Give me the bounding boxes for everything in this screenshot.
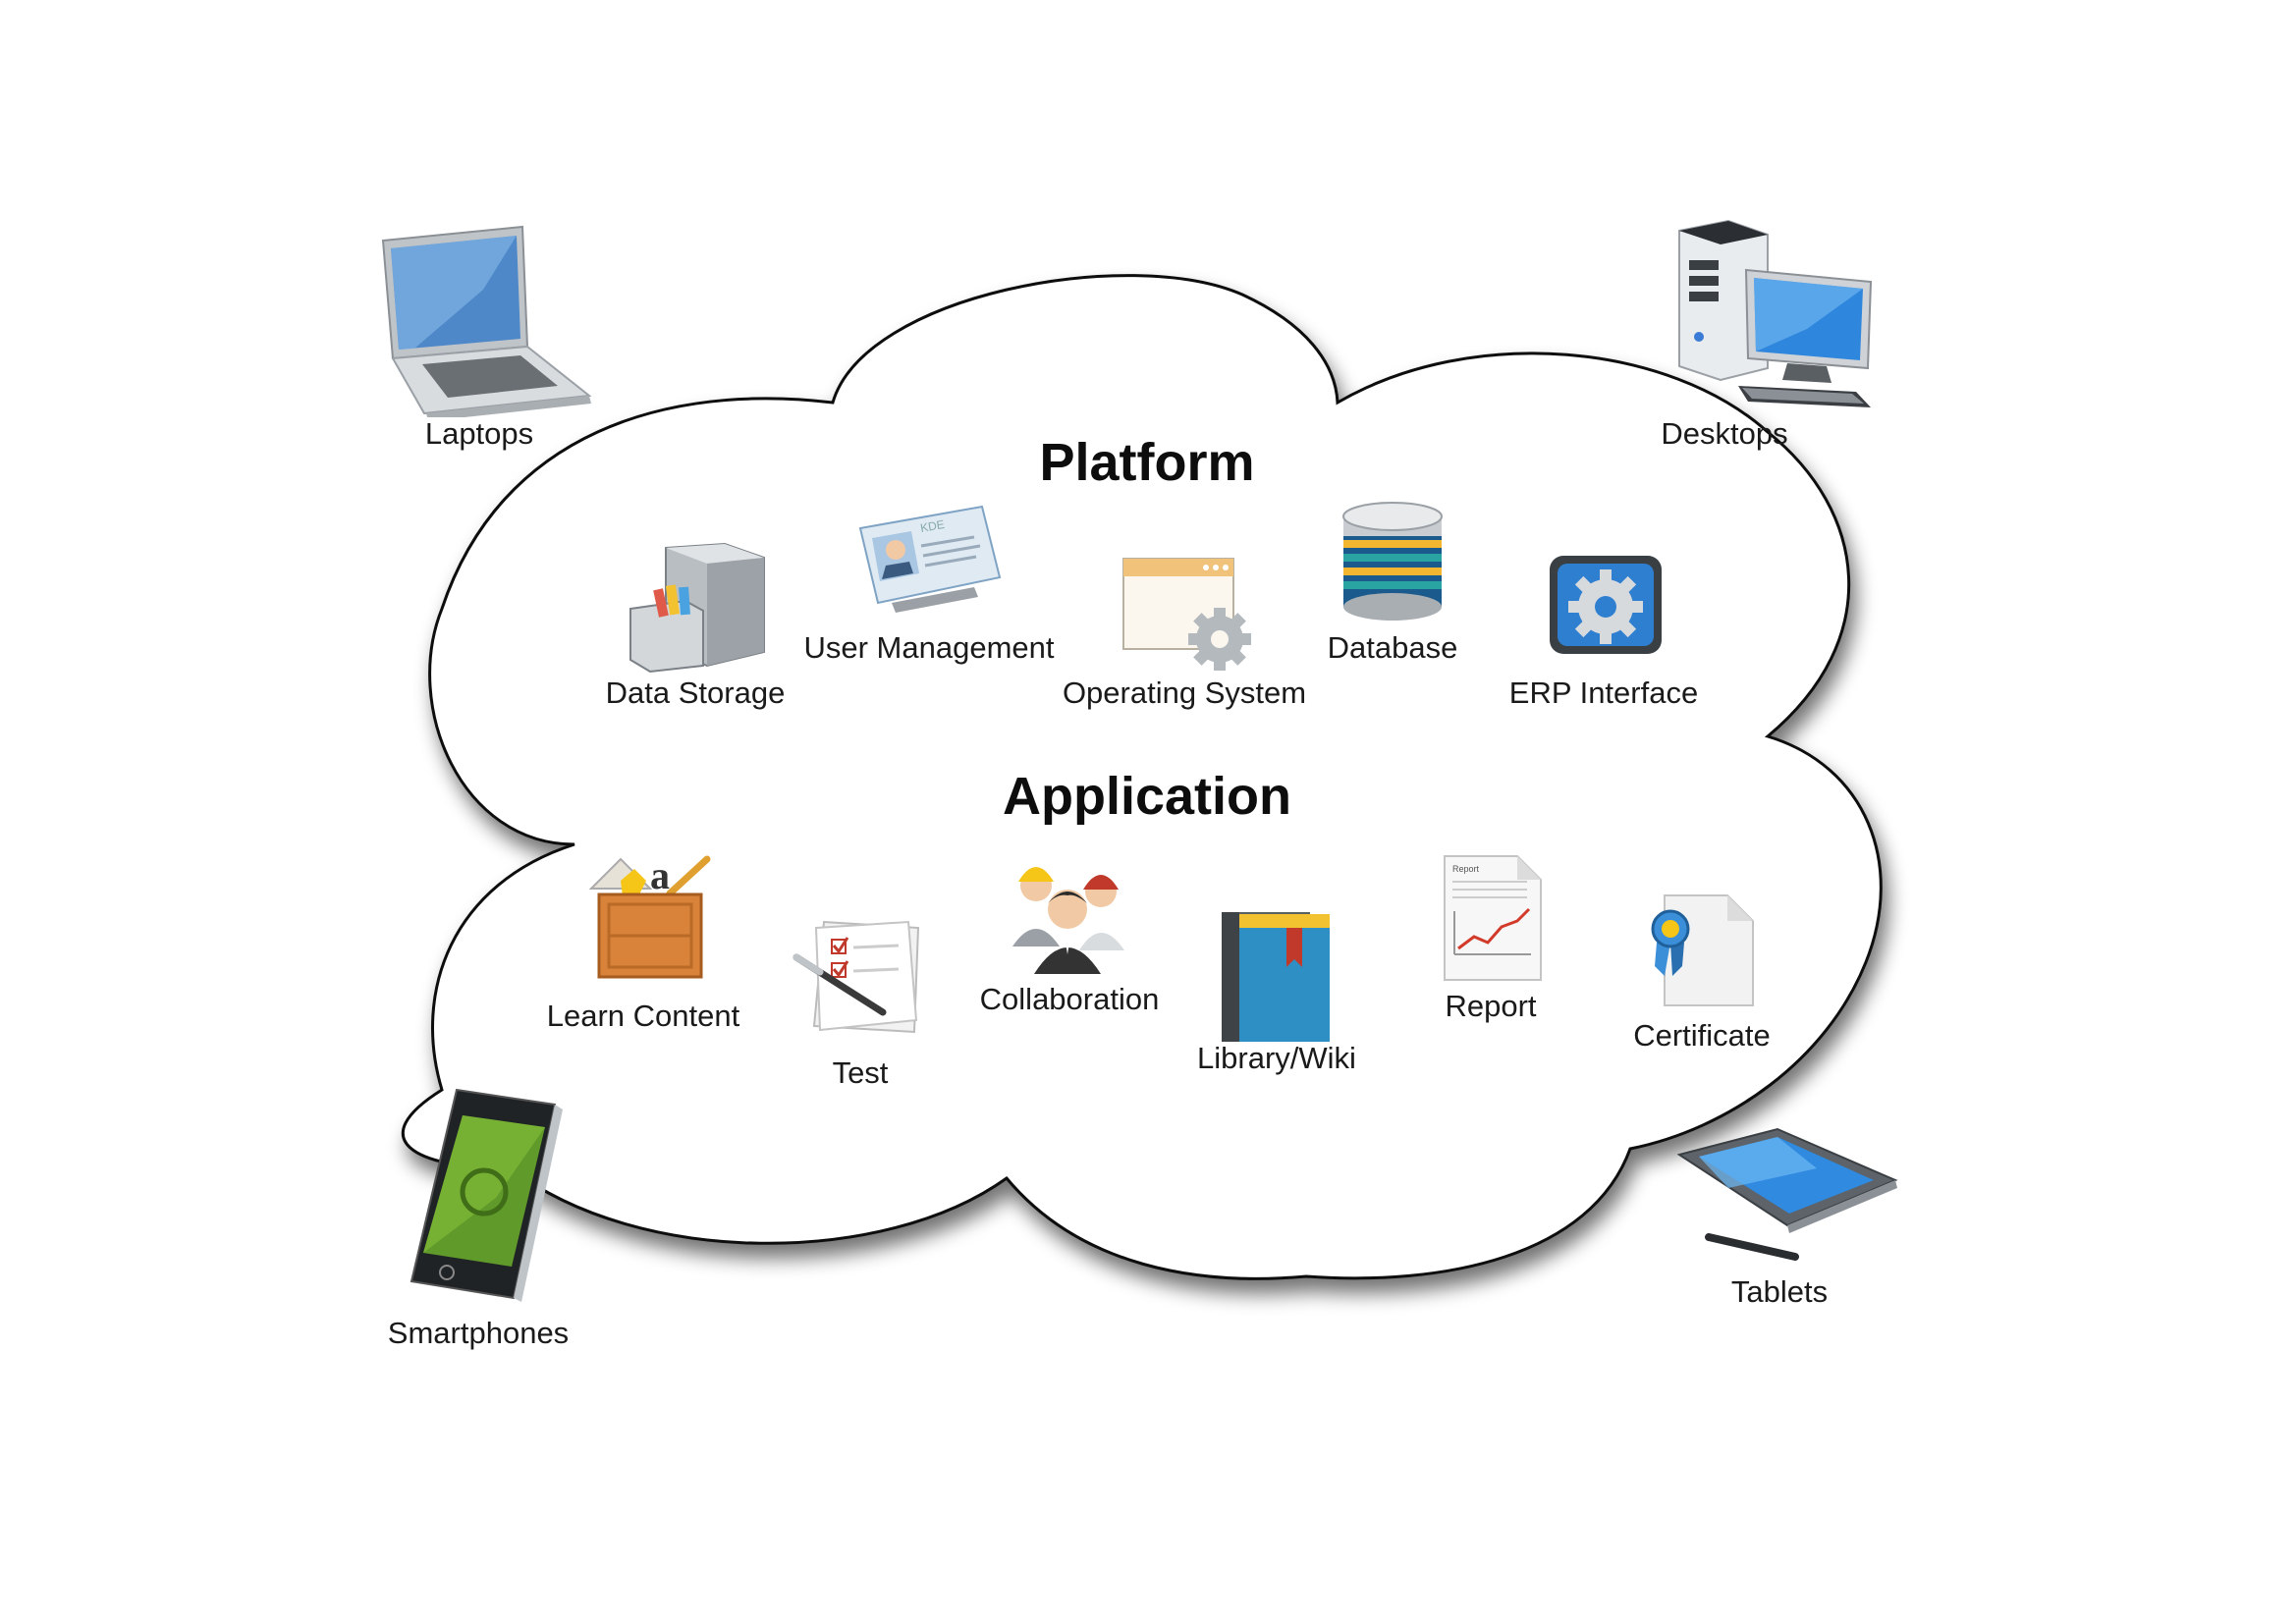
report-chart-icon: Report <box>1444 855 1542 981</box>
learn-content-box-icon: a <box>588 853 711 979</box>
desktop-icon <box>1678 219 1873 407</box>
learn-content-label: Learn Content <box>546 999 740 1033</box>
operating-system-label: Operating System <box>1062 676 1307 710</box>
library-books-icon <box>1222 912 1330 1042</box>
operating-system-icon <box>1122 558 1251 671</box>
laptop-icon <box>381 225 592 417</box>
collaboration-people-icon <box>1012 867 1124 974</box>
tablet-icon <box>1676 1127 1898 1261</box>
test-checklist-icon <box>793 920 920 1034</box>
desktops-label: Desktops <box>1661 416 1788 451</box>
kde-card-text: KDE <box>919 517 946 535</box>
data-storage-icon <box>629 542 765 674</box>
certificate-label: Certificate <box>1633 1018 1771 1053</box>
application-heading: Application <box>1003 767 1291 826</box>
collaboration-label: Collaboration <box>979 982 1160 1016</box>
user-card-icon: KDE <box>858 505 1002 613</box>
smartphones-label: Smartphones <box>387 1316 570 1350</box>
erp-gear-icon <box>1550 556 1662 654</box>
database-label: Database <box>1327 630 1458 665</box>
report-mini-title: Report <box>1452 864 1480 874</box>
library-wiki-label: Library/Wiki <box>1197 1041 1356 1075</box>
platform-heading: Platform <box>1039 433 1255 492</box>
tablets-label: Tablets <box>1730 1274 1829 1309</box>
erp-interface-label: ERP Interface <box>1508 676 1699 710</box>
database-icon <box>1342 502 1443 621</box>
certificate-icon <box>1651 894 1754 1006</box>
user-management-label: User Management <box>803 630 1055 665</box>
test-label: Test <box>832 1055 889 1090</box>
data-storage-label: Data Storage <box>605 676 786 710</box>
report-label: Report <box>1445 989 1537 1023</box>
svg-text:a: a <box>650 853 670 897</box>
smartphone-icon <box>410 1088 563 1302</box>
laptops-label: Laptops <box>424 416 534 451</box>
